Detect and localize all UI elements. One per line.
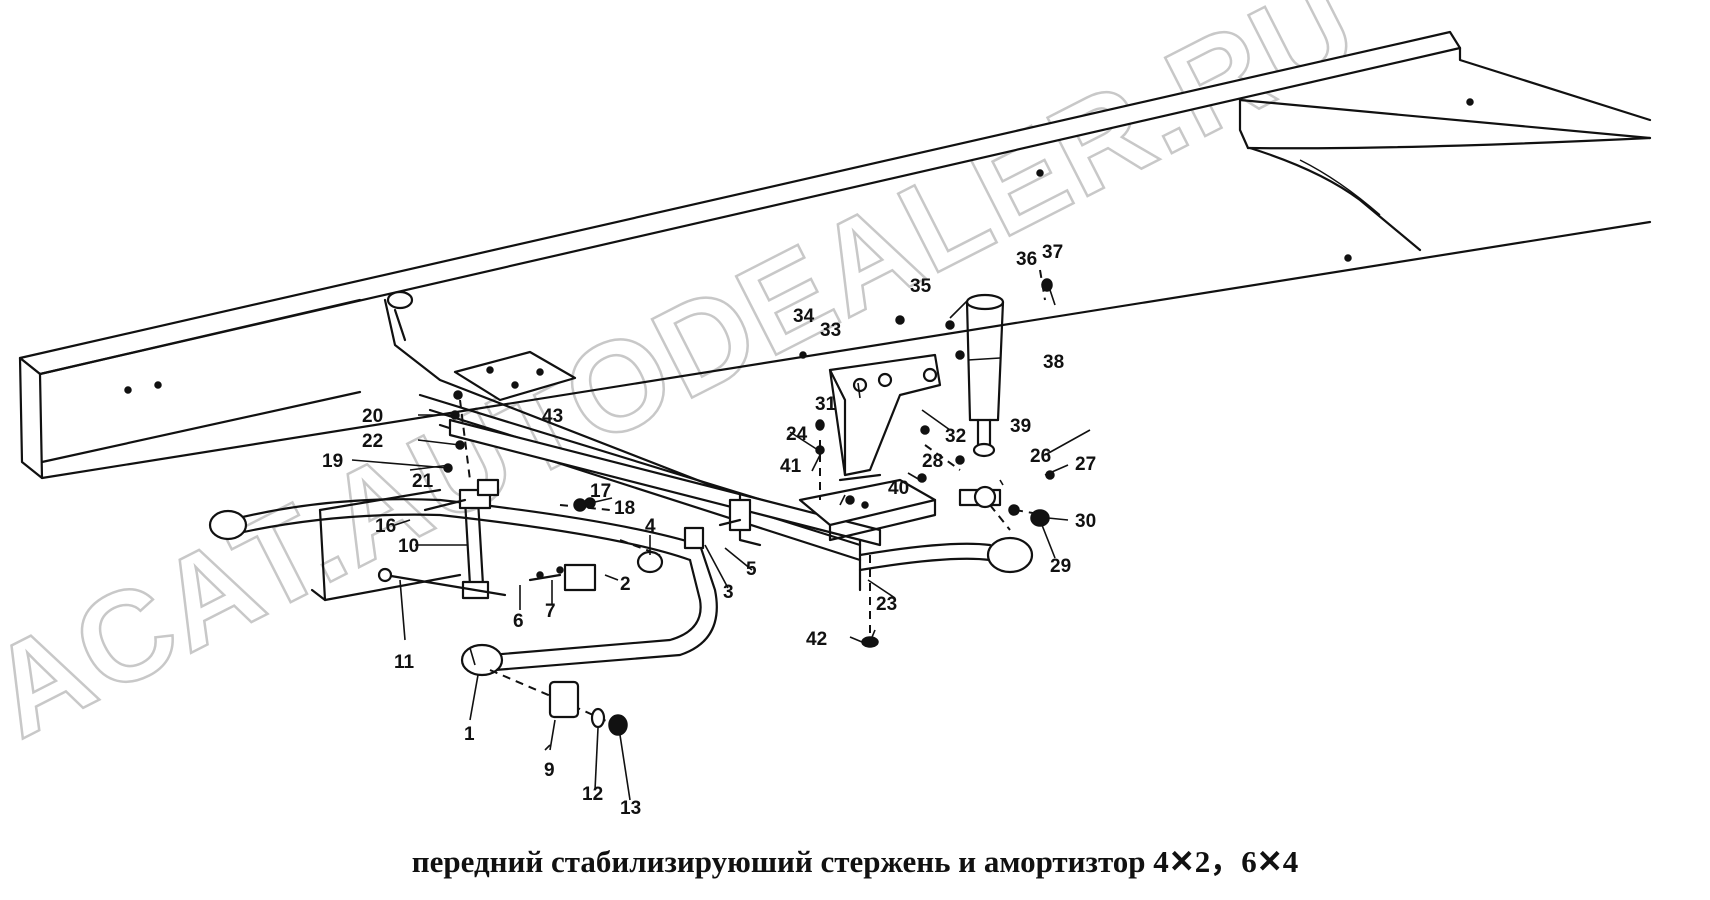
callout-29: 29 (1050, 556, 1071, 577)
callout-33: 33 (820, 320, 841, 341)
callout-3: 3 (723, 582, 734, 603)
callout-11: 11 (394, 652, 415, 673)
callout-39: 39 (1010, 416, 1031, 437)
frame-rail (18, 30, 1652, 480)
callout-23: 23 (876, 594, 897, 615)
small-parts (489, 518, 742, 736)
callout-labels: 1 2 3 4 5 6 7 9 10 11 12 13 16 17 18 19 … (322, 242, 1096, 819)
lower-mount (798, 478, 1002, 542)
callout-16: 16 (375, 516, 396, 537)
callout-21: 21 (412, 471, 434, 492)
callout-7: 7 (545, 601, 556, 622)
callout-5: 5 (746, 559, 757, 580)
diagram-caption: передний стабилизируюший стержень и амор… (411, 844, 1299, 879)
callout-22: 22 (362, 431, 383, 452)
stabilizer-bar (208, 498, 1034, 677)
stabilizer-bracket (310, 488, 462, 602)
callout-31: 31 (815, 394, 837, 415)
callout-6: 6 (513, 611, 524, 632)
callout-30: 30 (1075, 511, 1096, 532)
callout-40: 40 (888, 478, 909, 499)
callout-2: 2 (620, 574, 631, 595)
callout-26: 26 (1030, 446, 1051, 467)
callout-41: 41 (780, 456, 802, 477)
callout-4: 4 (645, 516, 656, 537)
leader-lines (351, 289, 1091, 801)
callout-20: 20 (362, 406, 383, 427)
callout-36: 36 (1016, 249, 1037, 270)
drop-links (377, 478, 597, 600)
callout-17: 17 (590, 481, 611, 502)
callout-12: 12 (582, 784, 603, 805)
callout-10: 10 (398, 536, 419, 557)
axle-beam (448, 418, 882, 547)
callout-32: 32 (945, 426, 966, 447)
callout-43: 43 (542, 406, 563, 427)
callout-19: 19 (322, 451, 343, 472)
shock-absorber (965, 293, 1005, 458)
callout-37: 37 (1042, 242, 1063, 263)
callout-24: 24 (786, 424, 808, 445)
callout-28: 28 (922, 451, 943, 472)
callout-27: 27 (1075, 454, 1096, 475)
callout-34: 34 (793, 306, 815, 327)
callout-1: 1 (464, 724, 475, 745)
callout-35: 35 (910, 276, 932, 297)
callout-18: 18 (614, 498, 635, 519)
callout-9: 9 (544, 760, 555, 781)
spring-seat (453, 350, 577, 402)
callout-13: 13 (620, 798, 641, 819)
callout-42: 42 (806, 629, 827, 650)
callout-38: 38 (1043, 352, 1064, 373)
